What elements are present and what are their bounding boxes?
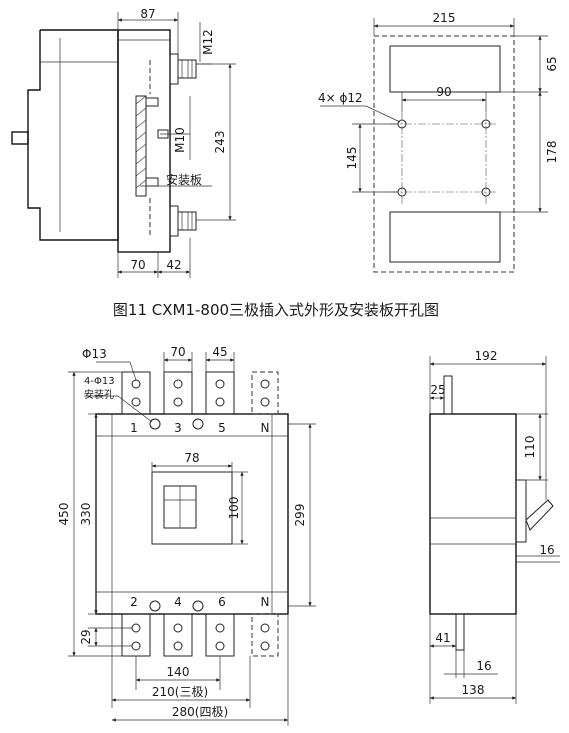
terminal-label-top-3: 3 (174, 421, 182, 435)
dim-215: 215 (433, 11, 456, 25)
dim-m12: M12 (201, 29, 215, 55)
dim-78: 78 (184, 451, 199, 465)
dim-16-top: 16 (539, 543, 554, 557)
label-mounting-hole: 安装孔 (84, 388, 114, 401)
dim-140: 140 (167, 665, 190, 679)
fig11-side-view: 87 M12 M10 243 安装板 70 42 (11, 7, 236, 278)
terminal-label-bottom-4: 4 (174, 595, 182, 609)
dim-145: 145 (345, 147, 359, 170)
dim-4x-phi12: 4× ϕ12 (318, 91, 363, 105)
dim-178: 178 (545, 141, 559, 164)
dim-65: 65 (545, 56, 559, 71)
terminal-label-top-5: 5 (218, 421, 226, 435)
label-mounting-plate: 安装板 (166, 172, 202, 187)
bottom-terminal-blocks (121, 613, 279, 657)
dim-70-top: 70 (170, 345, 185, 359)
dim-100: 100 (227, 497, 241, 520)
dim-16-bottom: 16 (476, 659, 491, 673)
dim-42-bottom: 42 (166, 258, 181, 272)
dim-138: 138 (462, 683, 485, 697)
dim-90: 90 (436, 85, 451, 99)
dim-41: 41 (435, 631, 450, 645)
dim-192: 192 (475, 349, 498, 363)
dim-phi13: Φ13 (82, 347, 107, 361)
dim-29: 29 (79, 629, 93, 644)
dim-280: 280(四极) (172, 705, 228, 719)
dim-299: 299 (293, 504, 307, 527)
dim-243: 243 (213, 131, 227, 154)
dim-110: 110 (523, 436, 537, 459)
terminal-label-bottom-n: N (261, 595, 270, 609)
side-view-2: 192 25 110 16 41 16 138 (429, 349, 560, 704)
terminal-label-top-n: N (261, 421, 270, 435)
dim-87: 87 (140, 7, 155, 21)
front-view: Φ13 70 45 4-Φ13 安装孔 1 3 5 N 2 4 6 N 450 … (57, 345, 316, 726)
top-terminal-blocks (121, 371, 279, 415)
dim-330: 330 (79, 503, 93, 526)
dim-45-top: 45 (212, 345, 227, 359)
label-4-phi13: 4-Φ13 (84, 376, 115, 387)
dim-450: 450 (57, 503, 71, 526)
terminal-label-top-1: 1 (130, 421, 138, 435)
dim-70-bottom: 70 (130, 258, 145, 272)
dim-m10: M10 (173, 127, 187, 153)
terminal-label-bottom-2: 2 (130, 595, 138, 609)
terminal-label-bottom-6: 6 (218, 595, 226, 609)
fig11-plate-cutout: 215 90 4× ϕ12 145 65 178 (318, 11, 559, 273)
dim-25: 25 (430, 383, 445, 397)
dim-210: 210(三极) (152, 685, 208, 699)
figure-caption: 图11 CXM1-800三极插入式外形及安装板开孔图 (113, 301, 439, 319)
